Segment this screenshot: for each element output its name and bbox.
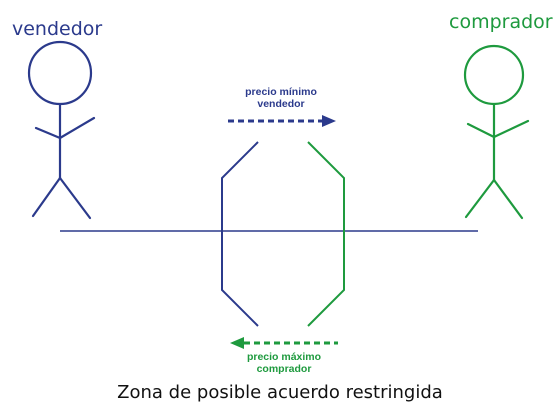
buyer-max-price-label: precio máximo comprador xyxy=(229,351,339,375)
buyer-label: comprador xyxy=(449,11,553,33)
seller-min-price-line1: precio mínimo xyxy=(245,86,317,98)
seller-dashed-arrow-icon xyxy=(228,115,336,127)
seller-min-price-line2: vendedor xyxy=(257,98,305,110)
buyer-figure-icon xyxy=(463,44,530,220)
buyer-dashed-arrow-icon xyxy=(230,337,338,349)
seller-min-price-label: precio mínimo vendedor xyxy=(226,86,336,110)
buyer-max-price-line2: comprador xyxy=(256,363,312,375)
seller-figure-icon xyxy=(27,40,96,220)
buyer-range-bracket xyxy=(307,141,345,327)
seller-label: vendedor xyxy=(12,18,103,40)
diagram-caption: Zona de posible acuerdo restringida xyxy=(117,382,443,403)
buyer-max-price-line1: precio máximo xyxy=(246,351,322,363)
seller-range-bracket xyxy=(221,141,259,327)
